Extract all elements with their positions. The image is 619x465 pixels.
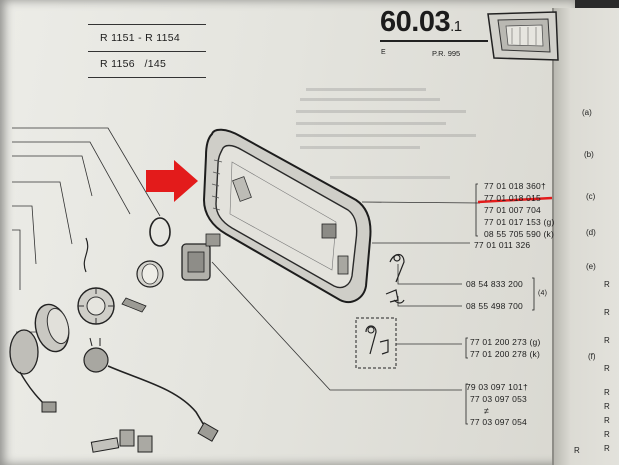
e-label: E (381, 49, 386, 56)
part-number-10-text: 77 01 200 278 (470, 349, 527, 359)
part-number-2: 77 01 018 015 (484, 193, 541, 203)
part-number-10-mark: (k) (529, 349, 541, 359)
models-line-2-suffix: /145 (144, 58, 167, 70)
left-components (9, 237, 219, 453)
part-number-11: 79 03 097 101† (466, 382, 528, 392)
part-number-12: 77 03 097 053 (470, 394, 527, 404)
part-number-1-mark: † (540, 181, 546, 191)
page-number: 60.03.1 (380, 6, 462, 39)
faint-text-block (296, 88, 476, 179)
part-number-4: 77 01 017 153 (g) (484, 217, 555, 227)
pr-label: P.R. 995 (432, 49, 461, 58)
right-label-c: (c) (586, 192, 596, 201)
models-line-1: R 1151 - R 1154 (100, 32, 180, 44)
part-number-1-text: 77 01 018 360 (484, 181, 541, 191)
highlight-underline (477, 196, 553, 204)
page-number-sub: .1 (450, 18, 462, 35)
right-r-4: R (604, 364, 610, 373)
part-number-3-text: 77 01 007 704 (484, 205, 541, 215)
right-r-7: R (604, 416, 610, 425)
right-label-a: (a) (582, 108, 592, 117)
right-r-10: R (574, 446, 580, 455)
right-label-b: (b) (584, 150, 594, 159)
part-number-13: 77 03 097 054 (470, 417, 527, 427)
part-number-2-text: 77 01 018 015 (484, 193, 541, 203)
clip-parts (385, 253, 405, 304)
part-number-1: 77 01 018 360† (484, 181, 546, 191)
part-number-3: 77 01 007 704 (484, 205, 541, 215)
part-number-4-mark: (g) (543, 217, 555, 227)
models-line-2: R 1156 /145 (100, 58, 166, 70)
part-number-7: 08 54 833 200 (466, 279, 523, 289)
part-number-9: 77 01 200 273 (g) (470, 337, 541, 347)
right-r-5: R (604, 388, 610, 397)
part-number-9-mark: (g) (529, 337, 541, 347)
number-brackets (465, 183, 535, 425)
page-number-rule (380, 40, 488, 42)
part-number-11-mark: † (522, 382, 528, 392)
model-header: R 1151 - R 1154 R 1156 /145 (88, 24, 206, 80)
part-number-9-text: 77 01 200 273 (470, 337, 527, 347)
part-number-11-text: 79 03 097 101 (466, 382, 523, 392)
right-r-2: R (604, 308, 610, 317)
right-label-e: (e) (586, 262, 596, 271)
part-number-5-mark: (k) (543, 229, 555, 239)
right-r-9: R (604, 444, 610, 453)
highlight-arrow (146, 160, 198, 202)
part-number-4-text: 77 01 017 153 (484, 217, 541, 227)
socket-parts (121, 217, 221, 313)
models-line-2-text: R 1156 (100, 58, 135, 70)
right-r-6: R (604, 402, 610, 411)
right-label-f: (f) (588, 352, 596, 361)
next-page-edge (552, 8, 619, 465)
clip-group-box (355, 317, 462, 369)
parts-diagram (9, 11, 559, 453)
equivalence-symbol: ≠ (484, 406, 490, 416)
lamp-housing (202, 128, 372, 304)
part-number-8: 08 55 498 700 (466, 301, 523, 311)
part-number-10: 77 01 200 278 (k) (470, 349, 540, 359)
right-r-3: R (604, 336, 610, 345)
right-label-d: (d) (586, 228, 596, 237)
part-number-5: 08 55 705 590 (k) (484, 229, 554, 239)
right-r-1: R (604, 280, 610, 289)
part-number-6: 77 01 011 326 (474, 240, 531, 250)
group-marker: (4) (538, 290, 548, 297)
right-r-8: R (604, 430, 610, 439)
part-number-5-text: 08 55 705 590 (484, 229, 541, 239)
lamp-thumbnail (487, 11, 559, 61)
page-number-main: 60.03 (380, 6, 451, 38)
